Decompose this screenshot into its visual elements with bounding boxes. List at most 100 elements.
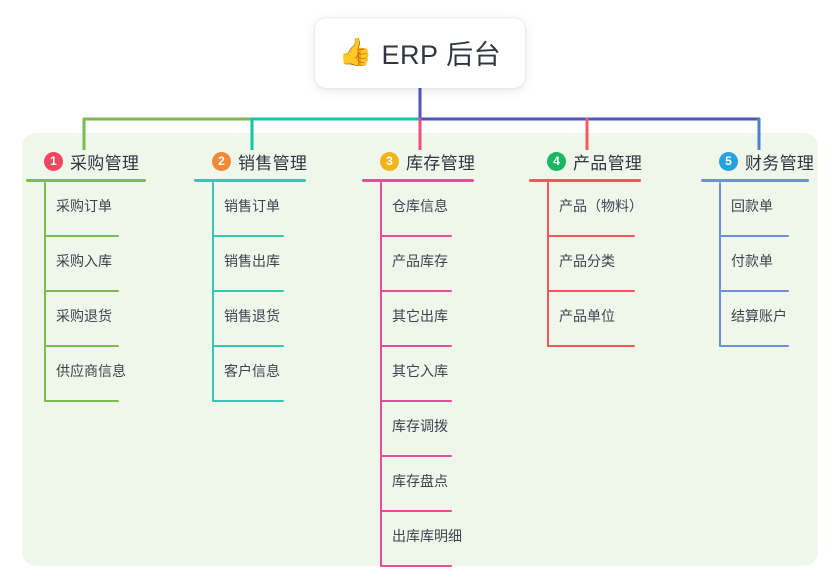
root-title: ERP 后台 xyxy=(381,39,502,70)
leaf-item[interactable]: 采购退货 xyxy=(26,292,146,347)
branch-underline-2 xyxy=(194,179,306,182)
leaf-item-label: 其它入库 xyxy=(392,363,448,379)
branch-underline-1 xyxy=(26,179,146,182)
branch-column-2: 2 销售管理销售订单销售出库销售退货客户信息 xyxy=(194,148,307,402)
root-node[interactable]: 👍 ERP 后台 xyxy=(315,18,525,88)
leaf-item-label: 库存调拨 xyxy=(392,418,448,434)
leaf-item[interactable]: 销售退货 xyxy=(194,292,307,347)
leaf-item[interactable]: 销售订单 xyxy=(194,182,307,237)
leaf-item-underline xyxy=(212,400,284,402)
leaf-item-label: 销售出库 xyxy=(224,253,280,269)
leaf-item-underline xyxy=(212,345,284,347)
leaf-item-underline xyxy=(719,235,789,237)
leaf-item-underline xyxy=(212,235,284,237)
leaf-item-underline xyxy=(380,400,452,402)
branch-header-2[interactable]: 2 销售管理 xyxy=(212,148,307,174)
branch-items-5: 回款单付款单结算账户 xyxy=(701,182,814,347)
leaf-item[interactable]: 销售出库 xyxy=(194,237,307,292)
branch-spine-2 xyxy=(212,182,214,402)
leaf-item-label: 库存盘点 xyxy=(392,473,448,489)
leaf-item-underline xyxy=(44,235,119,237)
leaf-item-underline xyxy=(547,290,635,292)
leaf-item-label: 采购入库 xyxy=(56,253,112,269)
leaf-item-label: 产品库存 xyxy=(392,253,448,269)
branch-title-3: 库存管理 xyxy=(406,153,476,173)
leaf-item-label: 产品单位 xyxy=(559,308,615,324)
leaf-item-label: 其它出库 xyxy=(392,308,448,324)
leaf-item[interactable]: 供应商信息 xyxy=(26,347,146,402)
leaf-item[interactable]: 仓库信息 xyxy=(362,182,475,237)
leaf-item[interactable]: 库存调拨 xyxy=(362,402,475,457)
branch-underline-5 xyxy=(701,179,809,182)
leaf-item-label: 采购订单 xyxy=(56,198,112,214)
branch-title-2: 销售管理 xyxy=(238,153,308,173)
leaf-item-underline xyxy=(212,290,284,292)
leaf-item-label: 采购退货 xyxy=(56,308,112,324)
branch-badge-5: 5 xyxy=(719,151,738,171)
leaf-item[interactable]: 回款单 xyxy=(701,182,814,237)
diagram-panel xyxy=(22,133,818,566)
leaf-item[interactable]: 产品分类 xyxy=(529,237,642,292)
leaf-item-underline xyxy=(380,510,452,512)
leaf-item-label: 客户信息 xyxy=(224,363,280,379)
branch-badge-1: 1 xyxy=(44,151,63,171)
leaf-item-label: 回款单 xyxy=(731,198,773,214)
branch-spine-3 xyxy=(380,182,382,567)
leaf-item[interactable]: 库存盘点 xyxy=(362,457,475,512)
leaf-item[interactable]: 其它入库 xyxy=(362,347,475,402)
branch-items-3: 仓库信息产品库存其它出库其它入库库存调拨库存盘点出库库明细 xyxy=(362,182,475,567)
branch-header-1[interactable]: 1 采购管理 xyxy=(44,148,146,174)
leaf-item-underline xyxy=(44,345,119,347)
leaf-item[interactable]: 出库库明细 xyxy=(362,512,475,567)
thumbs-up-icon: 👍 xyxy=(338,36,373,67)
branch-underline-3 xyxy=(362,179,474,182)
leaf-item-underline xyxy=(719,345,789,347)
leaf-item-underline xyxy=(547,345,635,347)
branch-column-4: 4 产品管理产品（物料） 产品分类产品单位 xyxy=(529,148,643,347)
leaf-item[interactable]: 付款单 xyxy=(701,237,814,292)
leaf-item-underline xyxy=(380,290,452,292)
leaf-item-label: 产品分类 xyxy=(559,253,615,269)
branch-title-4: 产品管理 xyxy=(573,153,643,173)
leaf-item-label: 出库库明细 xyxy=(392,528,462,544)
branch-items-2: 销售订单销售出库销售退货客户信息 xyxy=(194,182,307,402)
leaf-item-label: 产品（物料） xyxy=(559,198,643,214)
leaf-item-underline xyxy=(719,290,789,292)
root-node-content: 👍 ERP 后台 xyxy=(339,33,501,72)
leaf-item[interactable]: 其它出库 xyxy=(362,292,475,347)
leaf-item[interactable]: 客户信息 xyxy=(194,347,307,402)
branch-spine-4 xyxy=(547,182,549,347)
leaf-item-underline xyxy=(380,235,452,237)
leaf-item[interactable]: 结算账户 xyxy=(701,292,814,347)
branch-underline-4 xyxy=(529,179,641,182)
leaf-item[interactable]: 产品库存 xyxy=(362,237,475,292)
branch-title-1: 采购管理 xyxy=(70,153,140,173)
branch-spine-1 xyxy=(44,182,46,402)
leaf-item-label: 仓库信息 xyxy=(392,198,448,214)
leaf-item-label: 销售订单 xyxy=(224,198,280,214)
leaf-item-label: 销售退货 xyxy=(224,308,280,324)
leaf-item-label: 付款单 xyxy=(731,253,773,269)
branch-items-1: 采购订单采购入库采购退货供应商信息 xyxy=(26,182,146,402)
leaf-item-underline xyxy=(380,455,452,457)
leaf-item[interactable]: 产品（物料） xyxy=(529,182,643,237)
branch-items-4: 产品（物料） 产品分类产品单位 xyxy=(529,182,643,347)
leaf-item-underline xyxy=(380,345,452,347)
branch-spine-5 xyxy=(719,182,721,347)
leaf-item-underline xyxy=(380,565,452,567)
branch-badge-2: 2 xyxy=(212,151,231,171)
leaf-item-label: 供应商信息 xyxy=(56,363,126,379)
leaf-item[interactable]: 采购订单 xyxy=(26,182,146,237)
leaf-item-label: 结算账户 xyxy=(731,308,787,324)
leaf-item-underline xyxy=(44,290,119,292)
leaf-item[interactable]: 产品单位 xyxy=(529,292,642,347)
leaf-item-underline xyxy=(547,235,635,237)
leaf-item[interactable]: 采购入库 xyxy=(26,237,146,292)
branch-header-4[interactable]: 4 产品管理 xyxy=(547,148,642,174)
branch-badge-4: 4 xyxy=(547,151,566,171)
